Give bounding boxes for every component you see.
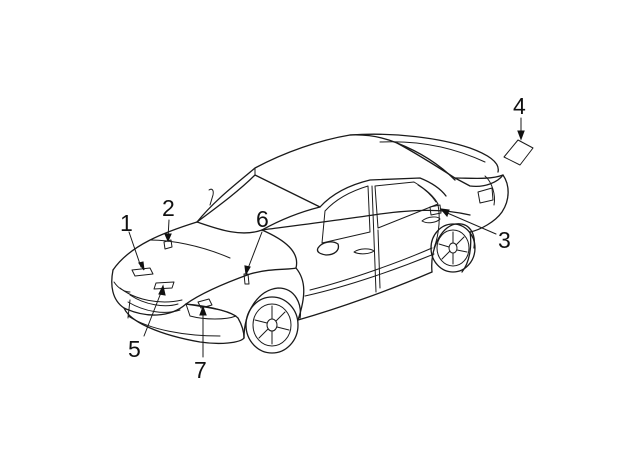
callout-4: 4 (513, 93, 526, 119)
callout-1: 1 (120, 210, 133, 236)
callout-numbers: 1 2 3 4 5 6 7 (120, 93, 526, 383)
rear-wheel (430, 223, 476, 273)
callout-7: 7 (194, 357, 207, 383)
part-5-label (153, 281, 175, 290)
callout-2: 2 (162, 195, 175, 221)
part-3-label (429, 204, 442, 216)
callout-5: 5 (128, 336, 141, 362)
callout-3: 3 (498, 227, 511, 253)
callout-6: 6 (256, 206, 269, 232)
part-7-label (197, 298, 213, 309)
sedan-illustration (111, 133, 509, 354)
part-4-label (503, 139, 534, 166)
front-wheel (245, 296, 299, 354)
part-6-label (243, 273, 250, 285)
leader-lines (128, 117, 525, 358)
part-1-label (131, 267, 154, 277)
